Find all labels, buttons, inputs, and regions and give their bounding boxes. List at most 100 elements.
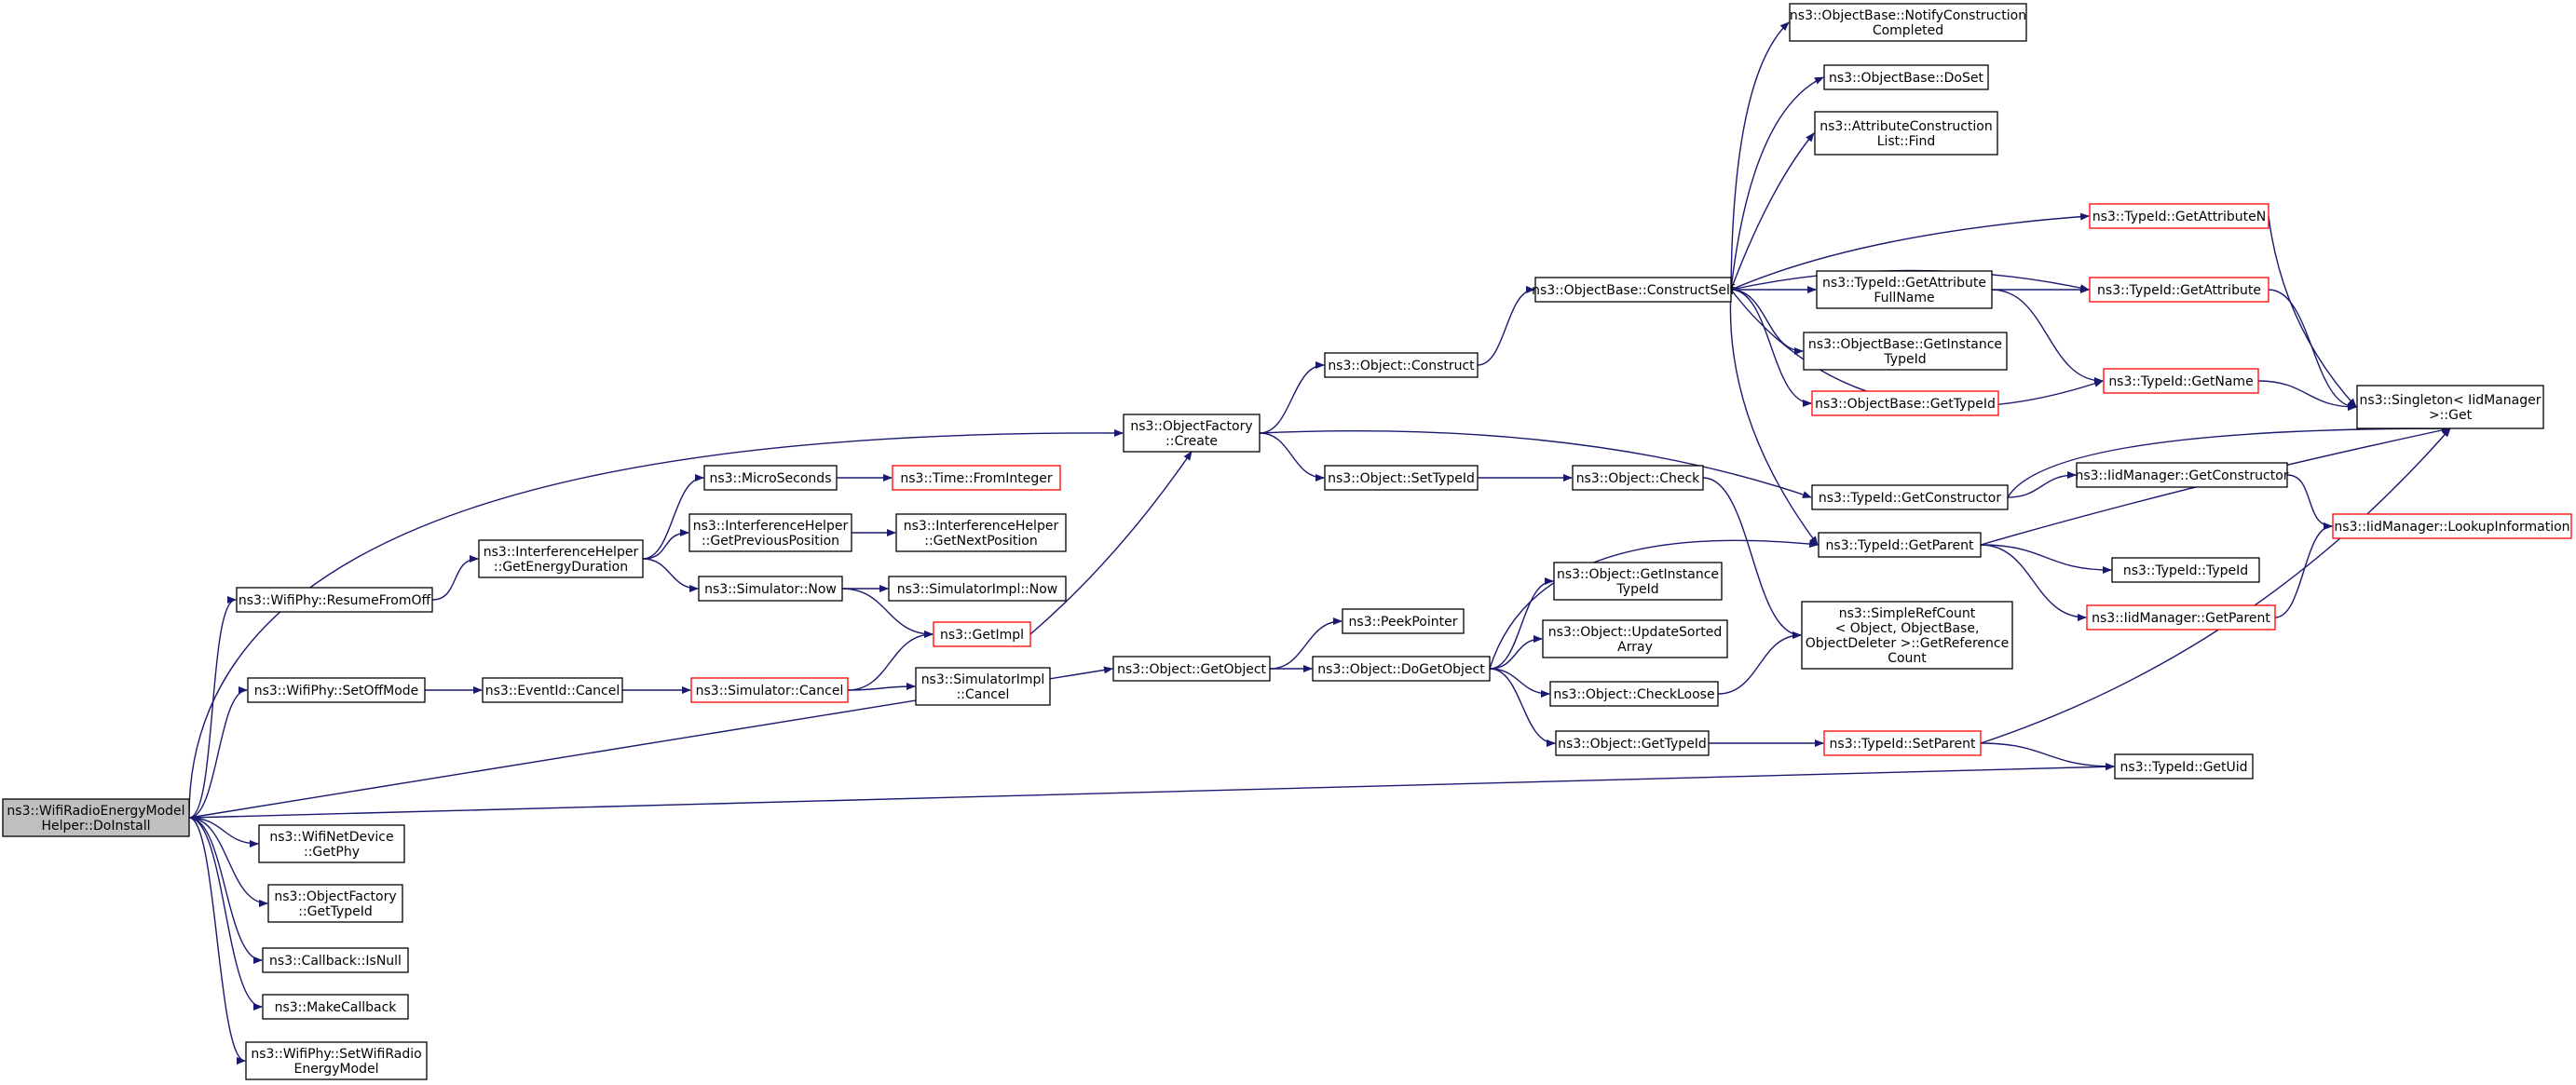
edge-ihged-to-simnow	[642, 558, 699, 592]
node-checkloose[interactable]: ns3::Object::CheckLoose	[1549, 681, 1719, 707]
node-iidgetparent[interactable]: ns3::IidManager::GetParent	[2086, 604, 2276, 631]
edge-getimpl-to-ofcreate	[1029, 451, 1193, 635]
node-label: ObjectDeleter >::GetReference	[1806, 636, 2009, 651]
node-label: ns3::ObjectBase::GetInstance	[1808, 337, 2002, 352]
node-label: FullName	[1874, 291, 1934, 305]
node-isnull[interactable]: ns3::Callback::IsNull	[262, 947, 409, 973]
node-construct[interactable]: ns3::Object::Construct	[1324, 352, 1479, 378]
node-box	[1789, 3, 2027, 42]
node-box	[258, 824, 405, 863]
node-ofcreate[interactable]: ns3::ObjectFactory::Create	[1123, 414, 1261, 453]
node-label: Count	[1888, 651, 1927, 666]
edge-simnow-to-getimpl	[841, 588, 934, 638]
node-getname[interactable]: ns3::TypeId::GetName	[2103, 368, 2259, 394]
node-obgettypeid[interactable]: ns3::ObjectBase::GetTypeId	[1811, 390, 1999, 416]
node-box	[267, 884, 403, 923]
node-getobject[interactable]: ns3::Object::GetObject	[1112, 656, 1271, 682]
node-root[interactable]: ns3::WifiRadioEnergyModelHelper::DoInsta…	[2, 798, 190, 837]
node-label: ns3::ObjectBase::GetTypeId	[1815, 397, 1996, 412]
node-notifyconstr[interactable]: ns3::ObjectBase::NotifyConstructionCompl…	[1789, 3, 2027, 42]
edge-construct-to-constructself	[1477, 286, 1535, 366]
node-iidgetconstr[interactable]: ns3::IidManager::GetConstructor	[2075, 462, 2289, 488]
node-box	[1823, 730, 1982, 756]
node-eventcancel[interactable]: ns3::EventId::Cancel	[482, 677, 623, 703]
node-getconstructor[interactable]: ns3::TypeId::GetConstructor	[1811, 484, 2009, 510]
node-frominteger[interactable]: ns3::Time::FromInteger	[892, 465, 1061, 491]
node-setparent[interactable]: ns3::TypeId::SetParent	[1823, 730, 1982, 756]
node-dogetobject[interactable]: ns3::Object::DoGetObject	[1312, 656, 1491, 682]
edge-root-to-makecb	[188, 817, 263, 1010]
node-label: ns3::TypeId::GetAttributeN	[2092, 210, 2266, 224]
node-box	[1818, 532, 1982, 558]
edge-dogetobject-to-updatesorted	[1489, 635, 1543, 670]
node-objgettypeid[interactable]: ns3::Object::GetTypeId	[1555, 730, 1710, 756]
node-peekpointer[interactable]: ns3::PeekPointer	[1342, 608, 1465, 634]
node-micro[interactable]: ns3::MicroSeconds	[703, 465, 838, 491]
node-label: ns3::SimulatorImpl	[921, 672, 1045, 687]
node-lookupinfo[interactable]: ns3::IidManager::LookupInformation	[2332, 513, 2572, 539]
node-setoff[interactable]: ns3::WifiPhy::SetOffMode	[247, 677, 426, 703]
node-ihnext[interactable]: ns3::InterferenceHelper::GetNextPosition	[895, 513, 1067, 552]
edge-root-to-isnull	[188, 817, 263, 964]
node-box	[1801, 601, 2013, 670]
node-label: ns3::TypeId::GetParent	[1826, 538, 1974, 553]
node-doset[interactable]: ns3::ObjectBase::DoSet	[1823, 64, 1989, 90]
node-box	[245, 1041, 428, 1080]
node-label: ns3::InterferenceHelper	[904, 519, 1059, 534]
node-box	[915, 667, 1051, 706]
node-simimplnow[interactable]: ns3::SimulatorImpl::Now	[888, 576, 1067, 602]
node-label: ns3::Singleton< IidManager	[2360, 393, 2542, 408]
node-label: ns3::WifiPhy::ResumeFromOff	[239, 593, 431, 608]
node-simplerefcount[interactable]: ns3::SimpleRefCount< Object, ObjectBase,…	[1801, 601, 2013, 670]
node-label: ns3::TypeId::TypeId	[2123, 563, 2248, 578]
node-label: Helper::DoInstall	[42, 819, 151, 834]
node-box	[1312, 656, 1491, 682]
node-getuid[interactable]: ns3::TypeId::GetUid	[2114, 753, 2254, 780]
edge-simcancel-to-getimpl	[847, 631, 934, 691]
node-box	[262, 994, 409, 1020]
node-resume[interactable]: ns3::WifiPhy::ResumeFromOff	[236, 587, 433, 613]
node-getphy[interactable]: ns3::WifiNetDevice::GetPhy	[258, 824, 405, 863]
call-nodes: ns3::WifiRadioEnergyModelHelper::DoInsta…	[2, 3, 2572, 1080]
edge-root-to-setoff	[188, 686, 248, 819]
node-getimpl[interactable]: ns3::GetImpl	[933, 621, 1031, 647]
node-typeidtypeid[interactable]: ns3::TypeId::TypeId	[2111, 557, 2260, 583]
node-settypeid[interactable]: ns3::Object::SetTypeId	[1324, 465, 1479, 491]
node-box	[1123, 414, 1261, 453]
node-box	[1324, 465, 1479, 491]
node-label: ns3::IidManager::GetConstructor	[2075, 468, 2288, 483]
node-ofgettypeid[interactable]: ns3::ObjectFactory::GetTypeId	[267, 884, 403, 923]
node-getattr[interactable]: ns3::TypeId::GetAttribute	[2089, 277, 2269, 303]
node-simimplcancel[interactable]: ns3::SimulatorImpl::Cancel	[915, 667, 1051, 706]
node-label: ns3::MicroSeconds	[709, 471, 831, 486]
node-getparent[interactable]: ns3::TypeId::GetParent	[1818, 532, 1982, 558]
node-singletonget[interactable]: ns3::Singleton< IidManager >::Get	[2356, 385, 2544, 429]
node-label: ns3::SimpleRefCount	[1839, 606, 1976, 621]
node-makecb[interactable]: ns3::MakeCallback	[262, 994, 409, 1020]
node-simnow[interactable]: ns3::Simulator::Now	[698, 576, 843, 602]
node-ihprev[interactable]: ns3::InterferenceHelper::GetPreviousPosi…	[688, 513, 852, 552]
node-objcheck[interactable]: ns3::Object::Check	[1572, 465, 1704, 491]
node-ihged[interactable]: ns3::InterferenceHelper::GetEnergyDurati…	[478, 539, 644, 578]
node-box	[703, 465, 838, 491]
node-box	[478, 539, 644, 578]
node-simcancel[interactable]: ns3::Simulator::Cancel	[690, 677, 849, 703]
node-label: ns3::Object::GetObject	[1117, 662, 1267, 677]
edge-iidgetparent-to-lookupinfo	[2274, 522, 2333, 618]
node-box	[1542, 619, 1728, 658]
node-label: ns3::TypeId::SetParent	[1830, 737, 1976, 752]
node-box	[2114, 753, 2254, 780]
node-label: ::Cancel	[957, 687, 1010, 702]
node-constructself[interactable]: ns3::ObjectBase::ConstructSelf	[1532, 277, 1736, 303]
edge-constructself-to-obgettypeid	[1730, 289, 1812, 407]
node-label: ::GetNextPosition	[924, 534, 1038, 549]
node-getattrn[interactable]: ns3::TypeId::GetAttributeN	[2089, 203, 2269, 229]
node-box	[1572, 465, 1704, 491]
node-box	[1823, 64, 1989, 90]
